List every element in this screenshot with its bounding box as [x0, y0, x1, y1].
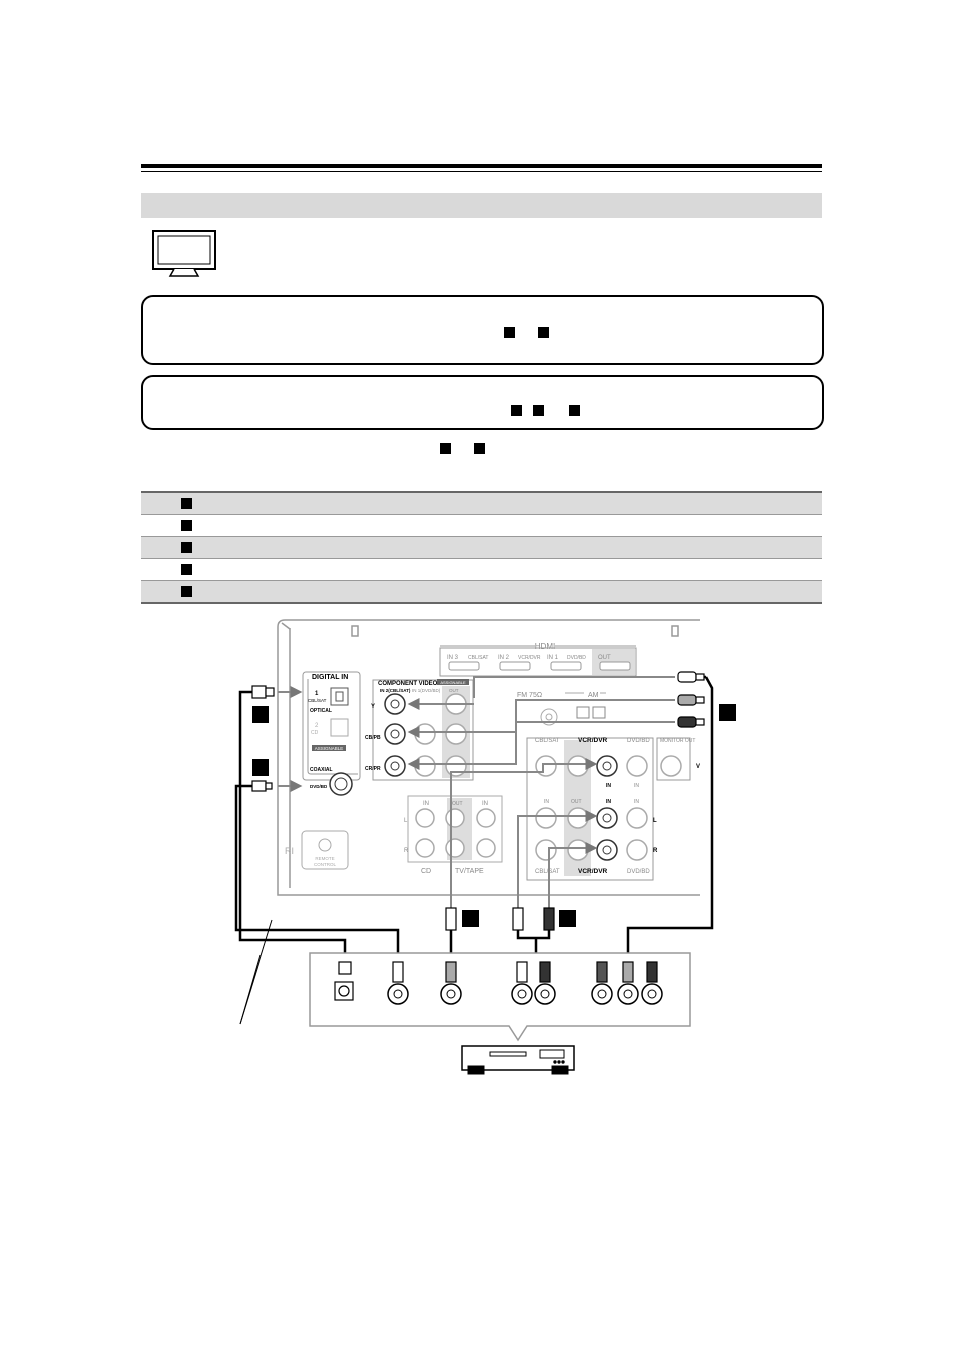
vcr-audio-in-label: IN: [606, 799, 611, 805]
monitor-out-label: MONITOR OUT: [660, 738, 695, 744]
table-row: [141, 558, 822, 580]
table-row: [141, 536, 822, 558]
header-rule-thick: [141, 164, 822, 168]
table-row: [141, 514, 822, 536]
component-assignable: ASSIGNABLE: [440, 680, 466, 685]
marker-square: [504, 327, 515, 338]
cbl-sat-label: CBL/SAT: [535, 738, 560, 744]
vcr-in-label: IN: [606, 783, 611, 789]
hdmi-in1-label: IN 1: [547, 655, 559, 661]
digital-in-section: DIGITAL IN 1 CBL/SAT OPTICAL 2 CD ASSIGN…: [302, 671, 361, 796]
optical-1-sub: CBL/SAT: [308, 698, 327, 703]
hdmi-in3-label: IN 3: [447, 655, 459, 661]
note-box-2: [141, 375, 824, 430]
component-video-section: COMPONENT VIDEO ASSIGNABLE IN 2(CBL/SAT)…: [365, 679, 474, 781]
dvd-bd-label: DVD/BD: [627, 738, 650, 744]
dvd-player-icon: [461, 1045, 575, 1075]
audio-l-label: L: [653, 818, 657, 824]
component-title: COMPONENT VIDEO: [378, 681, 438, 687]
marker-square: [181, 520, 192, 531]
callout-lines: [239, 919, 273, 1025]
coaxial-label: COAXIAL: [310, 767, 333, 773]
cd-label: CD: [421, 868, 431, 875]
connection-diagram: HDMI IN 3 CBL/SAT IN 2 VCR/DVR IN 1 DVD/…: [234, 619, 736, 1075]
am-antenna-label: AM: [588, 692, 599, 699]
tv-out-label: OUT: [452, 801, 463, 807]
cd-r-label: R: [404, 848, 409, 854]
header-rule-thin: [141, 171, 822, 172]
marker-square: [181, 542, 192, 553]
tv-icon: [152, 230, 216, 277]
hdmi-title: HDMI: [535, 642, 555, 651]
component-out-label: OUT: [449, 688, 459, 693]
coaxial-sub: DVD/BD: [310, 784, 328, 789]
cd-in-label: IN: [423, 801, 429, 807]
marker-square: [538, 327, 549, 338]
hdmi-in1-sub: DVD/BD: [567, 655, 586, 661]
assignable-badge: ASSIGNABLE: [315, 746, 344, 751]
optical-label: OPTICAL: [310, 708, 332, 714]
component-y-label: Y: [371, 704, 375, 710]
dvd-in-label: IN: [634, 783, 639, 789]
section-heading-band: [141, 193, 822, 218]
composite-section: CBL/SAT VCR/DVR DVD/BD MONITOR OUT V IN …: [526, 737, 700, 881]
optical-2-sub: CD: [311, 730, 319, 736]
tv-tape-label: TV/TAPE: [455, 868, 484, 875]
marker-square: [569, 405, 580, 416]
marker-square: [533, 405, 544, 416]
cd-l-label: L: [404, 818, 408, 824]
table-row: [141, 580, 822, 604]
table-row: [141, 491, 822, 514]
cd-tv-section: IN OUT IN L R CD TV/TAPE: [404, 795, 503, 875]
vcr-audio-out-label: OUT: [571, 799, 582, 805]
antenna-section: FM 75Ω AM: [517, 692, 606, 726]
cbl-sat-bottom-label: CBL/SAT: [535, 869, 560, 875]
marker-square: [181, 498, 192, 509]
connection-table: [141, 491, 822, 604]
hdmi-out-label: OUT: [598, 655, 611, 661]
note-box-1: [141, 295, 824, 365]
gray-cables: [278, 676, 675, 908]
remote-label: REMOTE: [315, 856, 334, 861]
marker-square: [181, 586, 192, 597]
diagram-markers: [252, 704, 736, 927]
remote-section: RI REMOTE CONTROL: [285, 830, 349, 870]
vcr-dvr-label: VCR/DVR: [578, 737, 608, 744]
plugs: [251, 671, 705, 931]
control-label: CONTROL: [314, 862, 336, 867]
digital-in-title: DIGITAL IN: [312, 674, 348, 681]
marker-square: [181, 564, 192, 575]
tv-in-label: IN: [482, 801, 488, 807]
component-cr-label: CR/PR: [365, 766, 381, 772]
hdmi-in3-sub: CBL/SAT: [468, 655, 488, 661]
hdmi-section: HDMI IN 3 CBL/SAT IN 2 VCR/DVR IN 1 DVD/…: [439, 642, 637, 677]
dvd-audio-in-label: IN: [634, 799, 639, 805]
component-cb-label: CB/PB: [365, 735, 381, 741]
cbl-audio-in-label: IN: [544, 799, 549, 805]
ri-label: RI: [285, 846, 294, 856]
monitor-v-label: V: [696, 764, 700, 770]
component-in2-label: IN 2(CBL/SAT): [380, 688, 411, 693]
source-device-panel: [309, 952, 691, 1042]
marker-square: [511, 405, 522, 416]
hdmi-in2-label: IN 2: [498, 655, 510, 661]
component-in1-label: IN 1(DVD/BD): [412, 688, 441, 693]
fm-antenna-label: FM 75Ω: [517, 692, 542, 699]
optical-1-num: 1: [315, 691, 319, 697]
hdmi-in2-sub: VCR/DVR: [518, 655, 541, 661]
dvd-bd-bottom-label: DVD/BD: [627, 869, 650, 875]
receiver-rear-panel: [277, 619, 700, 896]
audio-r-label: R: [653, 848, 658, 854]
optical-2-num: 2: [315, 723, 319, 729]
marker-square: [474, 443, 485, 454]
marker-square: [440, 443, 451, 454]
vcr-dvr-bottom-label: VCR/DVR: [578, 868, 608, 875]
